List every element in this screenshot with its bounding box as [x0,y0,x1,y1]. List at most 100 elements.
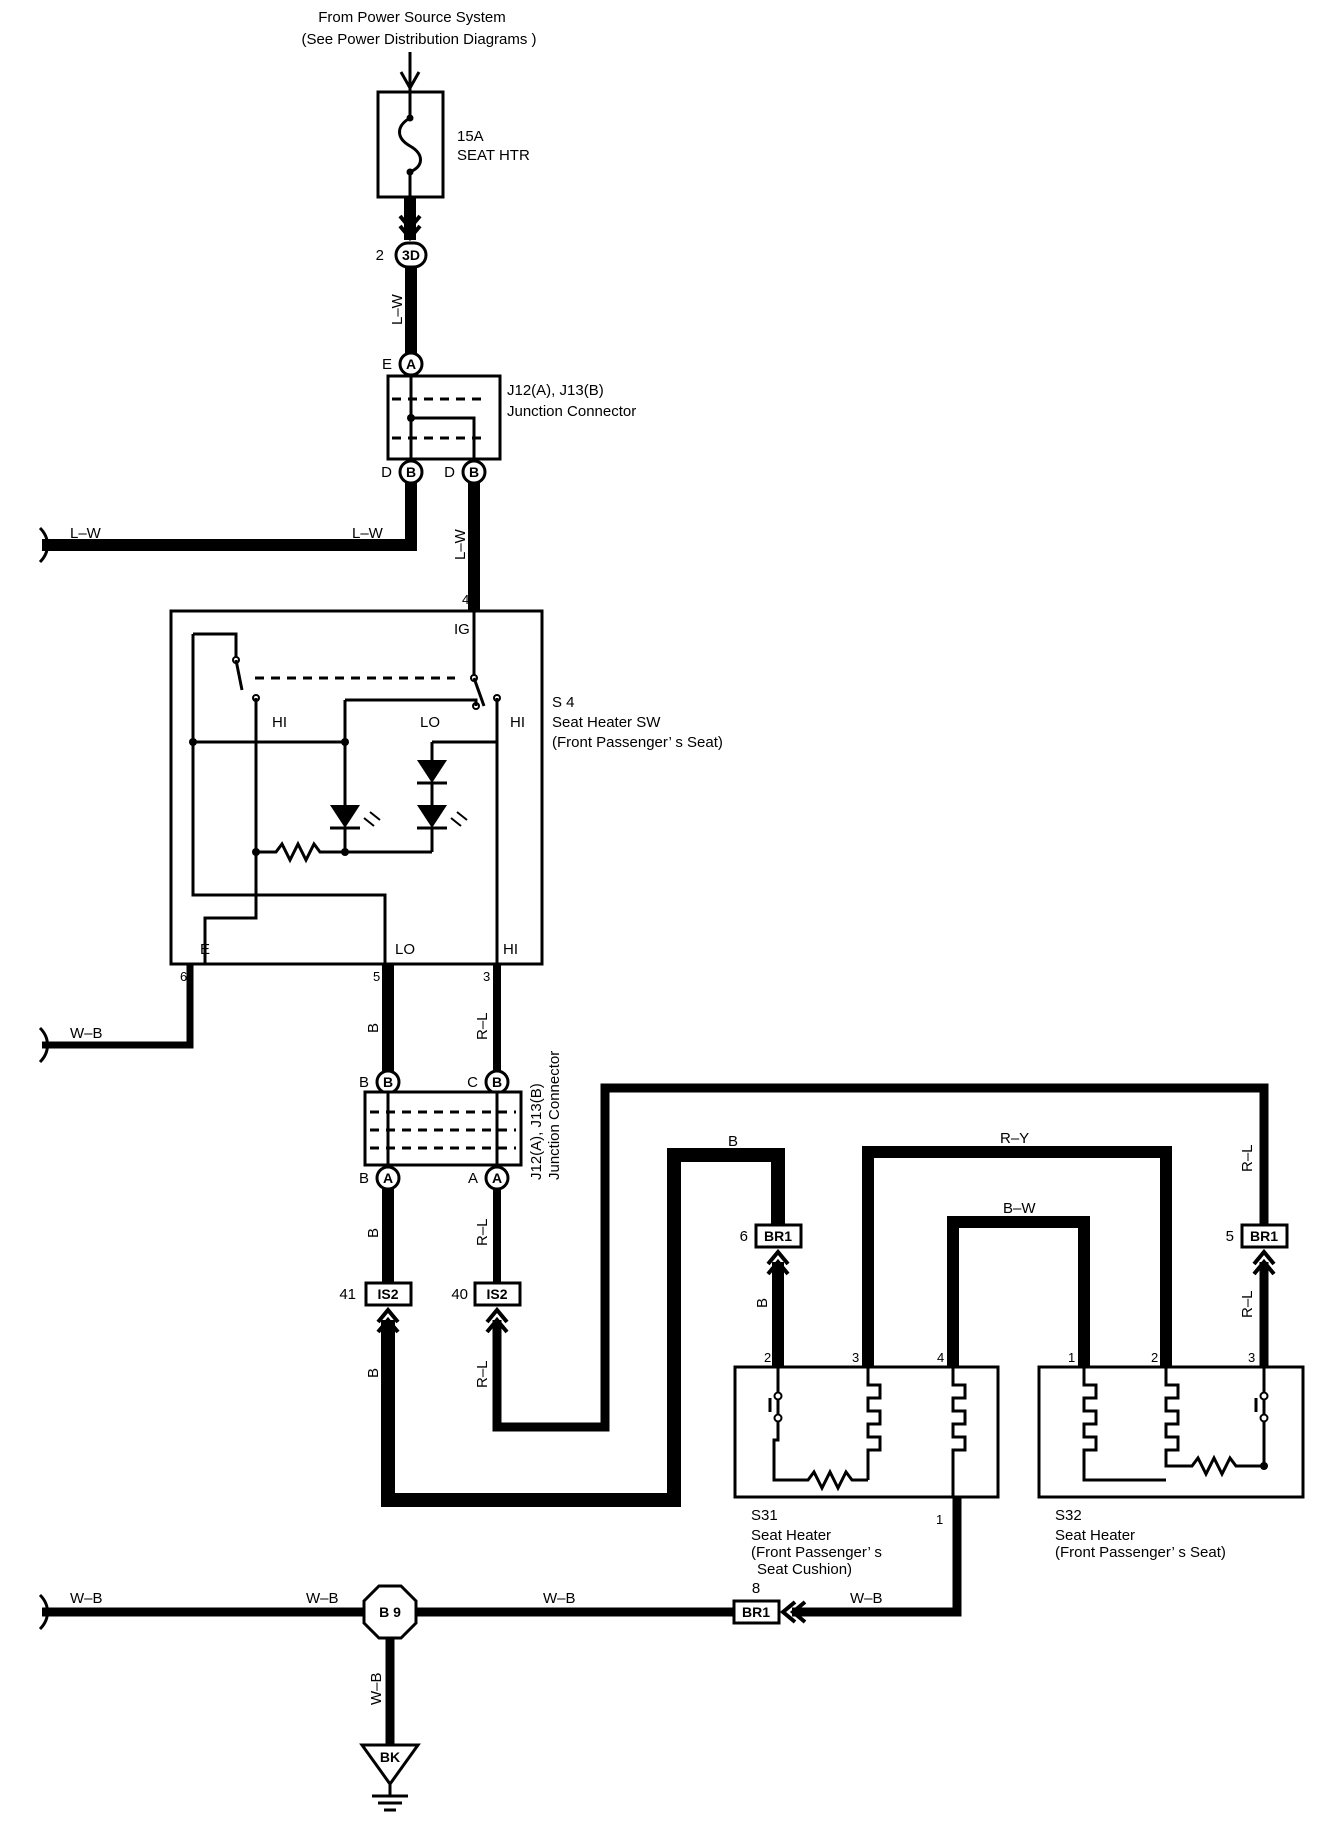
junction-top-in-conn: A [406,356,416,372]
wire-label-wb-g3: W–B [543,1590,576,1607]
wire-label-lw-1: L–W [389,293,406,325]
wire-b-route [381,1148,785,1507]
wire-label-b-1: B [365,1023,382,1033]
junction-mid-subtitle: Junction Connector [546,1051,563,1180]
junction-mid-tr-pin: C [467,1074,478,1091]
connector-br1-pin5: BR1 5 [1226,1223,1289,1249]
wire-label-wb-g4: W–B [850,1590,883,1607]
ground-label: BK [380,1749,400,1765]
s32-pin2: 2 [1151,1350,1158,1365]
switch-pin-e: 6 [180,969,187,984]
junction-top-out1-pin: D [381,464,392,481]
switch-hi-left: HI [272,714,287,731]
s32-pin1: 1 [1068,1350,1075,1365]
junction-mid-br-conn: A [492,1170,502,1186]
wire-wb-switch: W–B [38,964,194,1064]
ground-bk: BK [359,1743,421,1812]
power-source-label: From Power Source System (See Power Dist… [301,9,536,48]
wire-label-b-2: B [365,1228,382,1238]
seat-heater-switch: 4 IG S 4 Seat Heater SW (Front Passenger… [169,592,723,984]
wire-label-b-3: B [365,1368,382,1378]
wire-label-ry: R–Y [1000,1130,1029,1147]
wire-bw [947,1216,1090,1367]
connector-3d-label: 3D [402,247,420,263]
wire-ry [862,1146,1172,1367]
s32-sub: (Front Passenger’ s Seat) [1055,1544,1226,1561]
connector-arrow-icon [398,214,422,242]
s31-heater-element2-icon [951,1367,967,1497]
s31-name: Seat Heater [751,1527,831,1544]
junction-top-out1-conn: B [406,464,416,480]
s31-heater-element-icon [866,1367,882,1480]
junction-mid-bl-conn: A [383,1170,393,1186]
junction-connector-top: A E J12(A), J13(B) Junction Connector B … [381,351,636,485]
switch-hi-right: HI [510,714,525,731]
wire-label-rl-2: R–L [474,1218,491,1246]
wire-label-rl-1: R–L [474,1012,491,1040]
br1-pin6-label: BR1 [764,1228,792,1244]
br1-pin8-number: 8 [752,1580,760,1597]
switch-contact-left-icon [234,659,244,691]
s31-pin2: 2 [764,1350,771,1365]
s31-pin1: 1 [936,1512,943,1527]
s32-id: S32 [1055,1507,1082,1524]
wire-label-wb-g1: W–B [70,1590,103,1607]
switch-ig-label: IG [454,621,470,638]
wire-label-lw-2: L–W [452,528,469,560]
wire-rl-route [492,1083,1269,1432]
s31-sub2: Seat Cushion) [757,1561,852,1578]
switch-lo-label: LO [420,714,440,731]
ground-point-label: B 9 [379,1604,401,1620]
seat-heater-s31: 2 3 4 S31 Seat Heater (Front Passenger’ … [733,1350,1000,1578]
wire-break-icon [38,526,49,564]
is2-left-pin: 41 [339,1286,356,1303]
s31-sub1: (Front Passenger’ s [751,1544,882,1561]
s31-pin3: 3 [852,1350,859,1365]
wire-label-bw: B–W [1003,1200,1036,1217]
junction-mid-br-pin: A [468,1170,478,1187]
wire-lw-branch [42,483,417,551]
connector-is2-right: IS2 40 [451,1281,522,1307]
wire-label-rl-4: R–L [1239,1144,1256,1172]
s31-id: S31 [751,1507,778,1524]
connector-3d-pin: 2 [376,247,384,264]
br1-pin8-arrow-icon [779,1600,807,1624]
led-lo-icon [417,742,468,852]
s31-pin4: 4 [937,1350,944,1365]
is2-left-label: IS2 [377,1286,398,1302]
fuse-element-icon [398,92,422,197]
junction-top-subtitle: Junction Connector [507,403,636,420]
s32-name: Seat Heater [1055,1527,1135,1544]
connector-is2-left: IS2 41 [339,1281,413,1307]
wire-label-rl-5: R–L [1239,1290,1256,1318]
switch-lo-bottom: LO [395,941,415,958]
connector-br1-pin8: BR1 8 [732,1580,807,1625]
wire-label-b-5: B [754,1298,771,1308]
junction-mid-tl-pin: B [359,1074,369,1091]
source-wire [399,52,421,92]
wire-label-wb-g5: W–B [368,1672,385,1705]
s32-heater-element2-icon [1164,1367,1264,1478]
switch-name: Seat Heater SW [552,714,661,731]
connector-3d: 2 3D [376,241,428,269]
switch-pin-hi: 3 [483,969,490,984]
switch-pin-lo: 5 [373,969,380,984]
junction-top-out2-pin: D [444,464,455,481]
junction-connector-mid: B B B C A B A A J12(A), J13(B) Junction … [359,1051,563,1191]
junction-top-out2-conn: B [469,464,479,480]
br1-pin5-label: BR1 [1250,1228,1278,1244]
switch-hi-bottom: HI [503,941,518,958]
wire-label-b-4: B [728,1133,738,1150]
wire-label-lw-left: L–W [70,525,102,542]
wire-label-wb-switch: W–B [70,1025,103,1042]
wire-label-wb-g2: W–B [306,1590,339,1607]
br1-pin5-number: 5 [1226,1228,1234,1245]
br1-pin6-number: 6 [740,1228,748,1245]
junction-mid-tl-conn: B [383,1074,393,1090]
s32-heater-element-icon [1082,1367,1166,1482]
led-hi-icon [330,742,381,852]
switch-e-label: E [200,941,210,958]
ground-icon [359,1743,421,1787]
connector-br1-pin6: BR1 6 [740,1223,803,1249]
